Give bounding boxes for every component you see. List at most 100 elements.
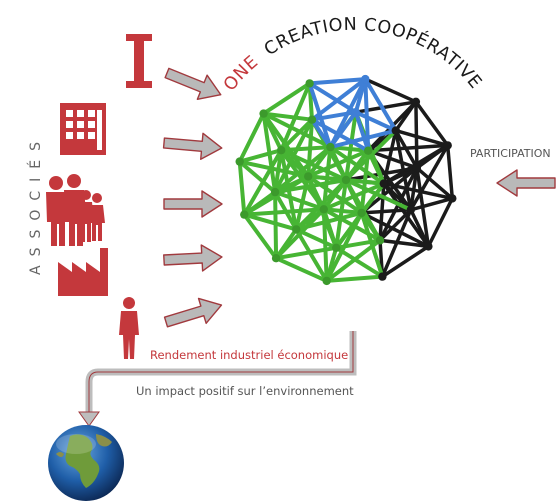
lattice-strut [380,244,431,279]
lattice-strut [409,143,450,212]
lattice-node [307,115,317,124]
lattice-strut [306,145,333,179]
lattice-node [322,276,331,286]
lattice-strut [306,174,348,182]
arrow-4 [163,244,223,272]
lattice-strut [279,81,312,153]
flow-arrowhead [78,411,100,427]
lattice-strut [279,148,348,182]
lattice-strut [294,210,364,232]
arrow-1 [164,67,222,100]
lattice-strut [310,117,333,150]
lattice-strut [359,208,413,215]
participation-label: PARTICIPATION [470,147,551,160]
lattice-node [412,163,422,173]
lattice-node [361,74,370,84]
lattice-strut [409,196,455,212]
lattice-strut [261,111,278,195]
rendement-label: Rendement industriel économique [150,348,348,362]
lattice-node [357,208,366,218]
lattice-strut [344,178,364,215]
lattice-node [448,194,457,203]
lattice-strut [307,81,358,115]
lattice-strut [378,181,386,243]
lattice-strut [237,159,247,217]
lattice-strut [306,174,326,212]
lattice-node [332,243,341,252]
lattice-strut [328,145,348,182]
lattice-node [406,205,415,214]
lattice-strut [279,145,333,153]
lattice-strut [359,148,371,215]
lattice-strut [242,212,299,232]
input-arrows [162,67,556,328]
lattice-node [391,126,400,135]
lattice-strut [306,117,314,179]
lattice-strut [279,148,311,179]
lattice-strut [415,166,431,249]
lattice-strut [378,208,413,243]
lattice-strut [261,111,333,150]
lattice-strut [237,111,266,164]
impact-label: Un impact positif sur l’environnement [136,384,354,398]
lattice-strut [409,166,419,212]
lattice-node [304,172,313,181]
lattice-strut [310,110,358,122]
lattice-strut [321,207,364,215]
lattice-strut [237,159,278,195]
arrow-3 [163,190,223,218]
building-icon [60,103,106,155]
lattice-strut [363,77,398,133]
flow-connector-outline [88,331,354,414]
lattice-strut [294,227,329,283]
title-one: ONE [220,52,262,95]
lattice-strut [261,81,312,116]
lattice-strut [273,178,348,195]
lattice-strut [279,148,326,212]
lattice-node [443,141,452,150]
lattice-strut [359,166,419,215]
lattice-strut [328,128,398,150]
lattice-strut [353,110,398,133]
lattice-strut [415,166,455,201]
lattice-strut [344,148,371,182]
lattice-node [292,225,301,234]
lattice-strut [363,77,418,104]
lattice-strut [328,110,358,150]
lattice-strut [261,111,314,122]
arrow-2 [162,132,223,160]
lattice-node [235,157,244,166]
lattice-strut [366,148,386,186]
lattice-strut [321,178,348,212]
lattice-node [277,146,286,155]
lattice-strut [274,256,329,283]
polyhedron-lattice [235,74,457,286]
lattice-node [424,242,433,251]
lattice-strut [334,245,385,279]
factory-icon [58,248,108,296]
lattice-strut [242,212,279,261]
lattice-node [341,175,351,185]
lattice-strut [414,100,450,148]
lattice-node [375,236,385,245]
lattice-node [379,179,388,188]
lattice-strut [394,128,450,148]
lattice-node [364,146,373,155]
lattice-node [351,108,360,117]
lattice-strut [310,77,368,122]
lattice-strut [378,238,431,249]
lattice-node [270,187,280,197]
lattice-node [240,210,249,219]
lattice-node [326,142,335,152]
family-icon [46,174,105,246]
lattice-node [411,97,421,107]
lattice-strut [328,145,371,153]
title: ONE CREATION COOPÉRATIVE [220,15,485,95]
lattice-strut [334,238,382,250]
lattice-node [305,79,314,88]
lattice-strut [273,148,284,195]
lattice-strut [324,274,385,283]
lattice-strut [294,227,339,250]
lattice-strut [344,110,358,182]
